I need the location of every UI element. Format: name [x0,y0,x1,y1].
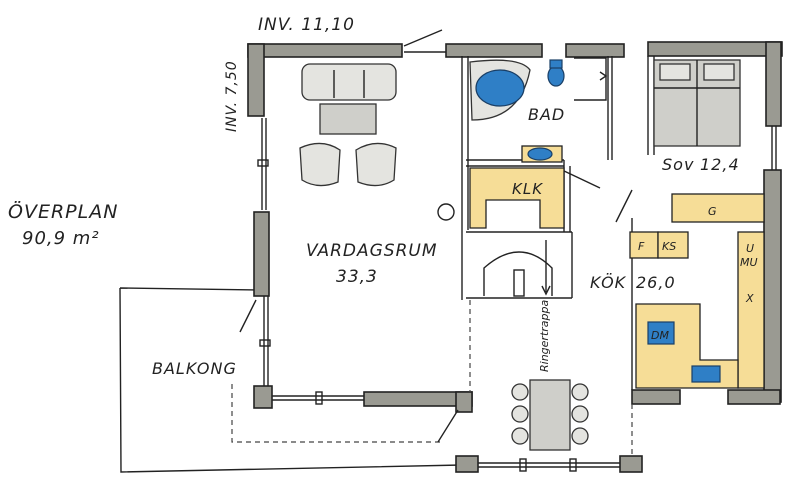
room-area-kok: 26,0 [636,273,676,292]
sofa [301,63,397,101]
wall-left-middle [253,211,270,297]
kitchen-island [635,303,739,389]
balcony-outline [119,287,463,473]
wall-right-lower [763,169,782,403]
room-label-kok: KÖK [590,273,627,292]
chair [511,383,529,401]
room-area-sov: 12,4 [700,155,740,174]
chair [511,427,529,445]
plan-title: ÖVERPLAN [8,200,118,223]
plan-area: 90,9 m² [22,228,100,249]
stove-icon [437,203,455,221]
kitchen-label-ks: KS [662,240,676,253]
klk-closet [469,167,565,229]
kitchen-label-dm: DM [651,329,669,342]
bathroom-fixtures [469,57,608,163]
wall-top-left [247,43,403,58]
stair-label: Ringertrappa [538,300,551,372]
dimension-top: INV. 11,10 [258,15,355,35]
room-label-vardagsrum: VARDAGSRUM [306,241,438,261]
room-label-balkong: BALKONG [152,359,237,378]
cabinet-wall-right [737,231,765,389]
cabinet-g [671,193,765,223]
room-label-klk: KLK [512,180,543,198]
armchair-right [355,142,397,187]
stair-opening [483,240,553,297]
wall-right-upper [765,41,782,127]
balcony-dashed-edge [231,384,440,443]
chair [571,383,589,401]
chair [511,405,529,423]
room-label-sov: Sov [662,155,694,174]
wall-top-bad [445,43,543,58]
exterior-walls [247,41,783,473]
shower [574,57,607,101]
living-furniture [299,63,455,221]
pillow-right [703,63,735,81]
toilet [547,65,565,87]
kitchen-label-g: G [708,205,717,218]
dining-table [529,379,571,451]
dimension-left: INV. 7,50 [224,60,240,132]
chair [571,427,589,445]
chair [571,405,589,423]
kitchen-label-x: X [745,292,754,305]
wall-bottom-right [727,389,781,405]
wall-bottom-post [455,391,473,413]
dishwasher [647,321,675,345]
wall-top-mid [565,43,625,58]
kitchen-label-mu: MU [740,256,758,269]
door-swings [239,29,633,443]
bed [653,59,741,147]
wall-dining-post-right [619,455,643,473]
kitchen-label-f: F [638,240,645,253]
wall-left-upper [247,43,265,117]
room-label-bad: BAD [528,105,565,124]
armchair-left [299,142,341,187]
pillow-left [659,63,691,81]
bathtub-water [475,69,525,107]
dining-set [511,379,589,451]
wall-bottom-kitchen [631,389,681,405]
wall-corner-post [253,385,273,409]
wall-dining-post-left [455,455,479,473]
kitchen [629,193,765,389]
sink [691,365,721,383]
room-area-vardagsrum: 33,3 [336,267,378,287]
windows [257,118,777,472]
sink-basin [527,147,553,161]
cabinet-ks [657,231,689,259]
coffee-table [319,103,377,135]
kitchen-label-u: U [746,242,754,255]
toilet-tank [549,59,563,69]
wall-top-sov [647,41,783,57]
shower-arrow-icon [599,71,608,81]
